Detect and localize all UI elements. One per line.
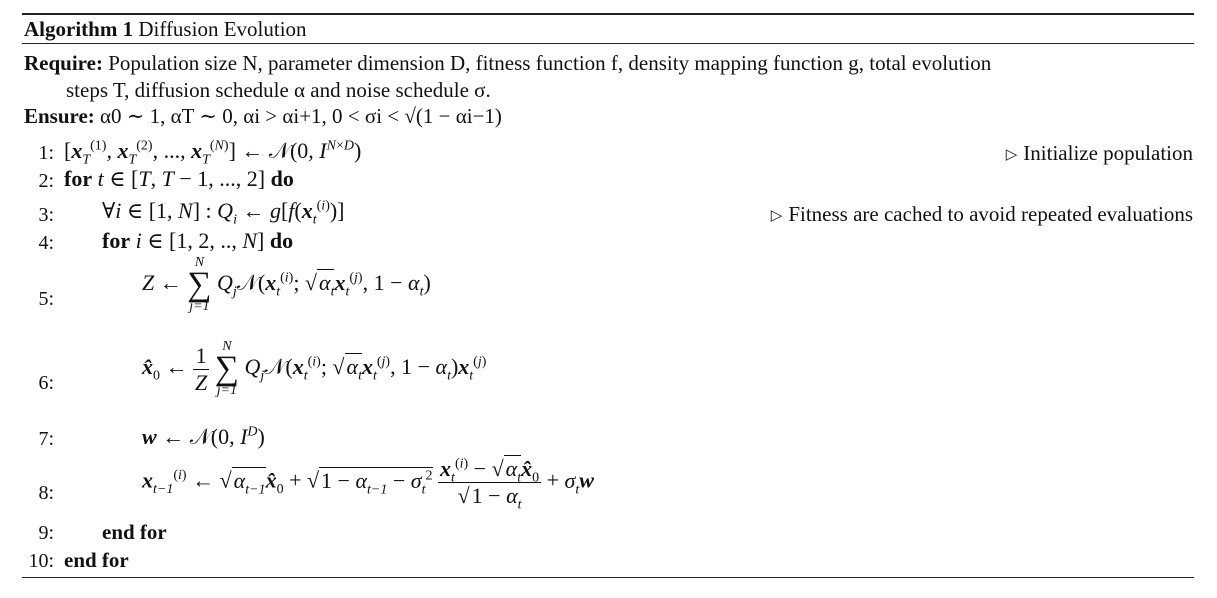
- line-number-10: 10:: [28, 550, 54, 572]
- require-keyword: Require:: [24, 51, 103, 75]
- line-9-keyword: end for: [102, 520, 167, 544]
- comment-triangle-icon: ▷: [1005, 147, 1018, 163]
- line-number-9: 9:: [38, 522, 54, 544]
- header-rule: [22, 43, 1194, 44]
- line-number-6: 6:: [38, 372, 54, 394]
- ensure-keyword: Ensure:: [24, 104, 95, 128]
- line-4-math: for i ∈ [1, 2, .., N] do: [102, 228, 294, 253]
- algorithm-heading: Algorithm 1 Diffusion Evolution: [24, 15, 307, 43]
- line-10-keyword: end for: [64, 548, 129, 572]
- line-8-math: xt−1(i) ← √αt−1x̂0 + √1 − αt−1 − σt2 xt(…: [142, 455, 594, 513]
- top-rule: [22, 13, 1194, 15]
- line-number-3: 3:: [38, 204, 54, 226]
- line-3-comment: ▷Fitness are cached to avoid repeated ev…: [770, 202, 1193, 226]
- line-number-8: 8:: [38, 482, 54, 504]
- line-5-math: Z ← N∑j=1 Qj𝒩(xt(i); √αtxt(j), 1 − αt): [142, 255, 431, 314]
- require-line-1: Require: Population size N, parameter di…: [24, 51, 991, 76]
- line-1-comment: ▷Initialize population: [1005, 141, 1193, 165]
- line-number-4: 4:: [38, 232, 54, 254]
- algorithm-title: Diffusion Evolution: [138, 17, 307, 41]
- line-number-7: 7:: [38, 428, 54, 450]
- line-2-math: for t ∈ [T, T − 1, ..., 2] do: [64, 166, 294, 191]
- comment-triangle-icon: ▷: [770, 208, 783, 224]
- require-text-1: Population size N, parameter dimension D…: [108, 51, 992, 75]
- ensure-text: α0 ∼ 1, αT ∼ 0, αi > αi+1, 0 < σi < √(1 …: [100, 104, 502, 128]
- require-line-2: steps T, diffusion schedule α and noise …: [66, 78, 491, 102]
- line-number-5: 5:: [38, 288, 54, 310]
- algorithm-label: Algorithm 1: [24, 17, 134, 41]
- line-3-math: ∀i ∈ [1, N] : Qi ← g[f(xt(i))]: [102, 198, 345, 228]
- line-1-math: [xT(1), xT(2), ..., xT(N)] ← 𝒩(0, IN×D): [64, 138, 362, 168]
- line-number-2: 2:: [38, 170, 54, 192]
- ensure-line: Ensure: α0 ∼ 1, αT ∼ 0, αi > αi+1, 0 < σ…: [24, 104, 502, 129]
- line-number-1: 1:: [38, 142, 54, 164]
- line-7-math: w ← 𝒩(0, ID): [142, 424, 265, 449]
- bottom-rule: [22, 577, 1194, 578]
